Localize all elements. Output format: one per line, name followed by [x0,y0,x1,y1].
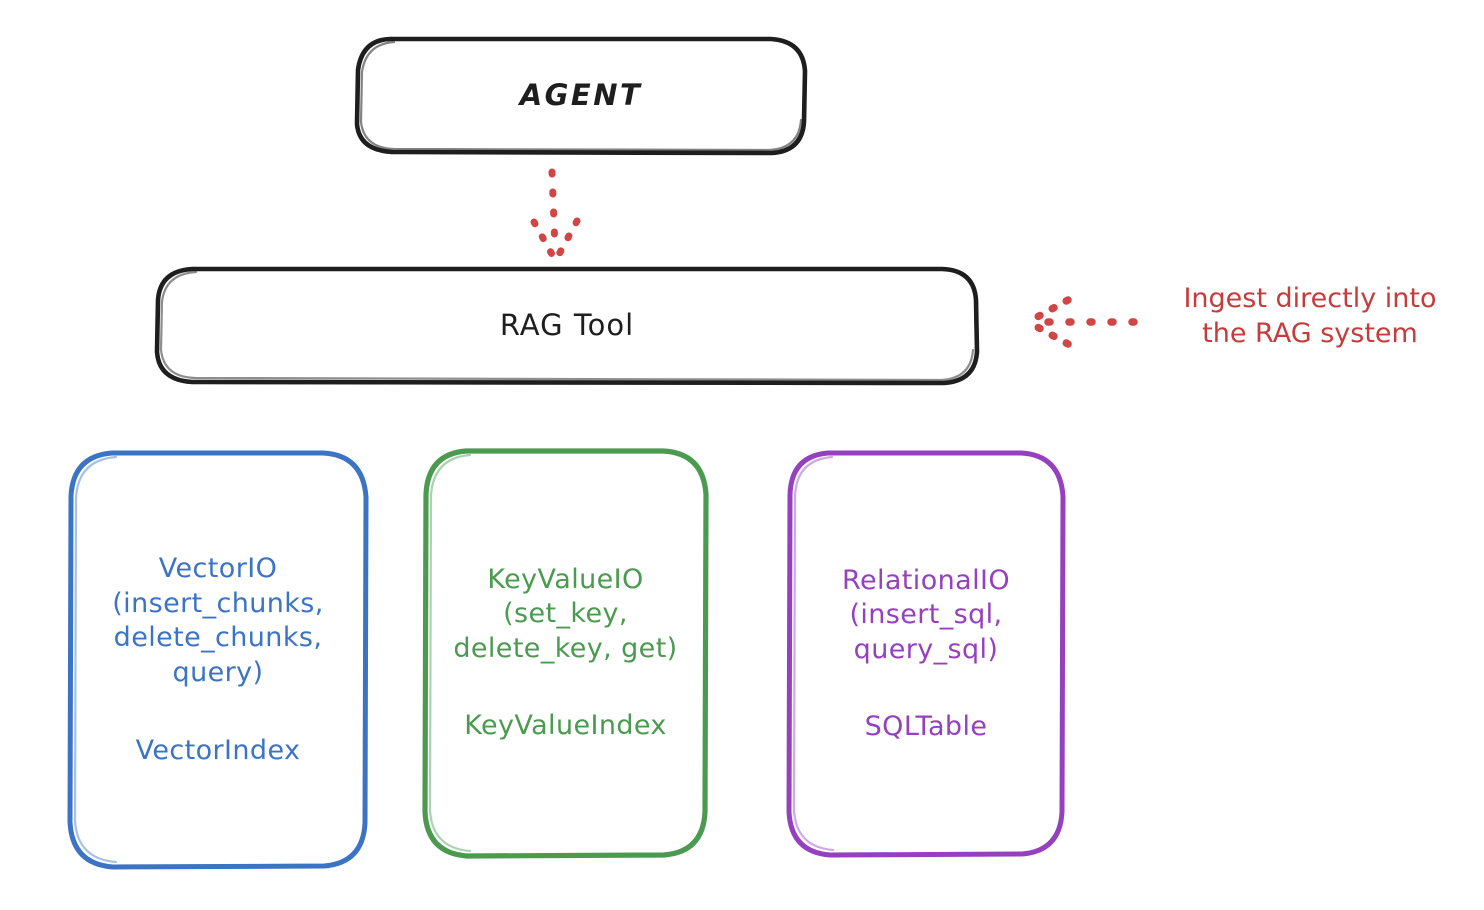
vector-io-title-text: VectorIO (insert_chunks, delete_chunks, … [112,553,324,688]
rag-tool-node-label: RAG Tool [157,268,977,383]
sql-table-text: SQLTable [864,711,988,743]
agent-to-rag-arrow [530,168,581,262]
rag-tool-label-text: RAG Tool [499,307,635,342]
vector-io-node-label: VectorIO (insert_chunks, delete_chunks, … [70,452,366,868]
ingest-annotation-text: Ingest directly into the RAG system [1183,283,1437,350]
relational-io-node-label: RelationalIO (insert_sql, query_sql) SQL… [789,452,1063,856]
agent-node-label: AGENT [357,38,805,153]
key-value-io-node-label: KeyValueIO (set_key, delete_key, get) Ke… [418,450,713,856]
ingest-arrow [1026,296,1138,348]
vector-index-text: VectorIndex [135,734,301,766]
key-value-io-title-text: KeyValueIO (set_key, delete_key, get) [453,563,678,664]
relational-io-title-text: RelationalIO (insert_sql, query_sql) [842,564,1010,665]
key-value-index-text: KeyValueIndex [464,710,667,742]
agent-label-text: AGENT [519,77,643,112]
